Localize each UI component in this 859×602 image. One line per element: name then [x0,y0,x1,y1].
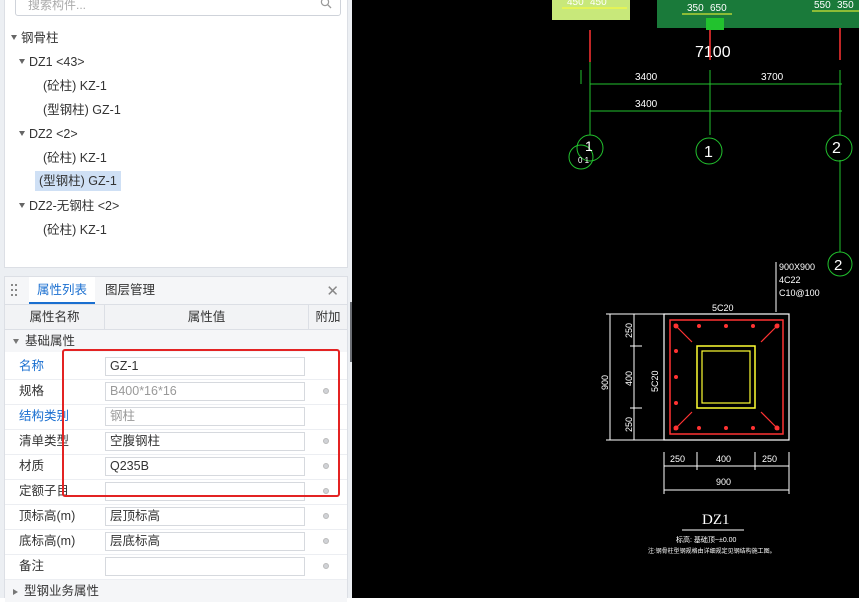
tab-property-list[interactable]: 属性列表 [29,277,96,304]
header-extra: 附加 [315,310,341,324]
cad-note-text: 900X900 [779,262,815,272]
expand-arrow-icon[interactable] [13,588,18,595]
prop-row-bottom-elevation: 底标高(m) 层底标高 [5,529,347,555]
cad-dim-text: 450 [590,0,607,8]
component-tree-panel: 搜索构件... 钢骨柱 DZ1 <43> (砼柱) KZ-1 (型钢柱) GZ-… [4,0,348,268]
cad-dim-text: 550 [814,0,831,11]
section-basic[interactable]: 基础属性 [5,330,347,352]
tree-group-dz2-no-steel[interactable]: DZ2-无钢柱 <2> [19,196,119,216]
tree-item[interactable]: (型钢柱) GZ-1 [43,103,121,117]
tree-item[interactable]: (砼柱) KZ-1 [43,151,107,165]
close-icon[interactable]: ✕ [326,283,339,300]
expand-arrow-icon[interactable] [11,35,17,41]
cad-detail-title: DZ1 [702,512,730,528]
cad-note-text: 4C22 [779,275,801,285]
property-panel: 属性列表 图层管理 ✕ 属性名称 属性值 附加 基础属性 名称 GZ-1 规格 … [4,276,348,602]
prop-row-material: 材质 Q235B [5,454,347,480]
tree-group-dz1[interactable]: DZ1 <43> [19,52,85,72]
attach-checkbox[interactable] [323,488,329,494]
prop-row-name: 名称 GZ-1 [5,354,347,380]
tree-item[interactable]: (砼柱) KZ-1 [43,223,107,237]
search-input[interactable]: 搜索构件... [15,0,341,16]
prop-value-input[interactable]: GZ-1 [105,357,305,376]
cad-dim-text: 400 [716,454,731,464]
prop-value-input[interactable]: 空腹钢柱 [105,432,305,451]
attach-checkbox[interactable] [323,513,329,519]
cad-dim-text: 900 [716,477,731,487]
cad-dim-text: 3400 [635,99,658,110]
cad-dim-text: 900 [600,375,610,390]
prop-value-input[interactable]: 层顶标高 [105,507,305,526]
cad-rebar-text: 5C20 [712,303,734,313]
prop-row-quota: 定额子目 [5,479,347,505]
expand-arrow-icon[interactable] [19,59,25,65]
prop-row-top-elevation: 顶标高(m) 层顶标高 [5,504,347,530]
cad-dim-text: 400 [624,371,634,386]
section-steel-business[interactable]: 型钢业务属性 [5,580,347,602]
cad-block-lightgreen [552,0,630,20]
attach-checkbox[interactable] [323,388,329,394]
cad-stirrup [669,319,784,435]
search-icon[interactable] [320,0,332,9]
expand-arrow-icon[interactable] [19,203,25,209]
cad-drawing-canvas[interactable]: 450 450 350 650 550 350 7100 3400 [352,0,859,598]
cad-dim-text: 650 [710,3,727,14]
left-panel: 搜索构件... 钢骨柱 DZ1 <43> (砼柱) KZ-1 (型钢柱) GZ-… [0,0,352,602]
attach-checkbox[interactable] [323,463,329,469]
cad-dim-text: 3400 [635,72,658,83]
prop-row-structure-type: 结构类别 钢柱 [5,404,347,430]
cad-drawing: 450 450 350 650 550 350 7100 3400 [552,0,859,555]
collapse-arrow-icon[interactable] [13,339,19,345]
cad-dim-text: 3700 [761,72,784,83]
prop-value-input[interactable]: B400*16*16 [105,382,305,401]
cad-rebar-text: 5C20 [650,370,660,392]
cad-axis-label: 2 [832,140,841,157]
cad-dim-text: 250 [670,454,685,464]
cad-dim-text: 250 [762,454,777,464]
tree-root[interactable]: 钢骨柱 [11,28,59,48]
cad-block-marker [706,18,724,30]
prop-value-input[interactable]: 层底标高 [105,532,305,551]
tree-group-dz2[interactable]: DZ2 <2> [19,124,78,144]
drag-grip-icon[interactable] [11,284,17,296]
tree-item[interactable]: (砼柱) KZ-1 [43,79,107,93]
cad-steel-section [696,345,756,409]
tab-layer-management[interactable]: 图层管理 [105,283,156,297]
cad-dim-text: 250 [624,323,634,338]
attach-checkbox[interactable] [323,538,329,544]
prop-row-spec: 规格 B400*16*16 [5,379,347,405]
prop-row-remark: 备注 [5,554,347,580]
header-value: 属性值 [105,305,309,329]
cad-axis-label: 1 [704,144,713,161]
cad-axis-label: 0 1 [578,156,590,165]
cad-total-dim: 7100 [695,44,731,61]
prop-value-input[interactable]: 钢柱 [105,407,305,426]
header-name: 属性名称 [5,305,105,329]
property-tabs: 属性列表 图层管理 ✕ [5,277,347,305]
cad-note-text: 注:钢骨柱型钢规格由详细规定见钢结构施工图。 [648,547,776,555]
cad-note-text: C10@100 [779,288,820,298]
cad-note-text: 标高: 基础顶~±0.00 [676,535,737,544]
expand-arrow-icon[interactable] [19,131,25,137]
cad-dim-text: 250 [624,417,634,432]
cad-axis-label: 1 [585,138,593,154]
tree-item-selected[interactable]: (型钢柱) GZ-1 [35,171,121,191]
cad-dim-text: 450 [567,0,584,8]
property-table-header: 属性名称 属性值 附加 [5,305,347,330]
prop-value-input[interactable] [105,482,305,501]
cad-dim-text: 350 [687,3,704,14]
prop-value-input[interactable]: Q235B [105,457,305,476]
cad-dim-text: 350 [837,0,854,11]
prop-value-input[interactable] [105,557,305,576]
attach-checkbox[interactable] [323,563,329,569]
cad-axis-label: 2 [834,257,842,274]
cad-column-outline [663,313,790,441]
search-placeholder: 搜索构件... [28,0,87,12]
attach-checkbox[interactable] [323,438,329,444]
prop-row-list-type: 清单类型 空腹钢柱 [5,429,347,455]
